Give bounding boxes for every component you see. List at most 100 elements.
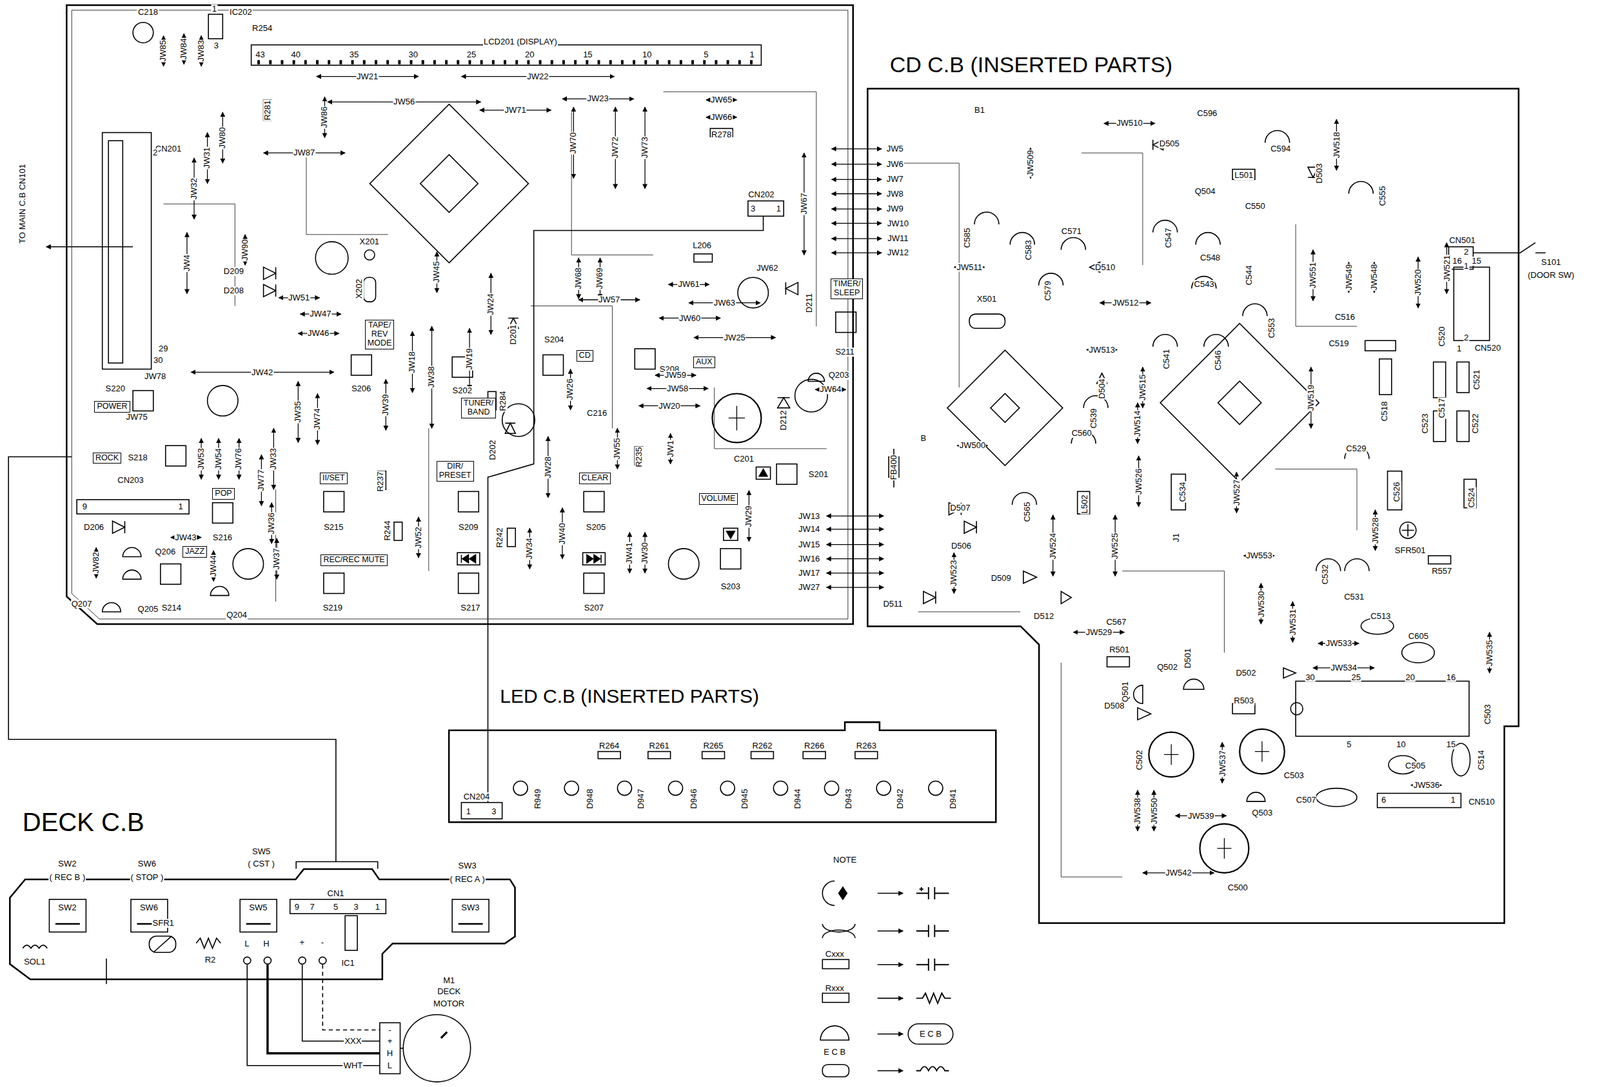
pcb-drawing-part xyxy=(364,249,375,260)
pcb-drawing-part xyxy=(908,1024,954,1045)
part-label: C541 xyxy=(1162,348,1172,370)
part-label: R244 xyxy=(383,519,393,542)
part-label: JW76 xyxy=(234,447,244,471)
pcb-drawing-part xyxy=(751,751,774,760)
part-label: S217 xyxy=(459,603,481,613)
part-label: 9 xyxy=(294,902,300,912)
button-label: CD xyxy=(579,350,591,360)
part-label: - xyxy=(387,1026,392,1036)
pcb-drawing-part xyxy=(1204,334,1229,347)
pcb-drawing-part xyxy=(928,781,943,796)
button-label: TIMER/ SLEEP xyxy=(833,279,861,298)
part-label: C585 xyxy=(962,227,972,249)
part-label: C560 xyxy=(1071,429,1093,439)
button-label: JAZZ xyxy=(185,546,205,556)
pcb-drawing-part xyxy=(826,558,885,560)
part-label: JW56 xyxy=(392,97,416,107)
pcb-drawing-part xyxy=(122,570,141,580)
part-label: JW531 xyxy=(1288,608,1298,636)
part-label: S205 xyxy=(585,523,607,533)
part-label: D510 xyxy=(1094,263,1116,273)
part-label: C550 xyxy=(1244,201,1266,211)
pcb-drawing-part xyxy=(458,573,480,594)
pcb-drawing-part xyxy=(822,924,856,939)
part-label: JW29 xyxy=(744,504,754,528)
part-label: JW528 xyxy=(1371,517,1381,545)
pcb-drawing-part xyxy=(212,503,233,524)
part-label: 15 xyxy=(582,50,593,60)
pcb-drawing-part xyxy=(102,602,121,613)
pcb-drawing-part xyxy=(777,397,791,409)
part-label: C531 xyxy=(1343,592,1365,602)
part-label: C571 xyxy=(1060,227,1083,237)
legend-symbols xyxy=(820,881,954,1078)
part-label: D502 xyxy=(1234,668,1257,678)
pcb-drawing-part xyxy=(795,379,829,413)
circuit-board: DECK C.B xyxy=(5,806,520,986)
push-switch xyxy=(132,312,856,594)
pcb-drawing-part xyxy=(319,957,327,965)
pcb-drawing-part xyxy=(1246,792,1265,802)
button-label-box: POWER xyxy=(94,401,130,413)
part-label: JW62 xyxy=(755,263,779,273)
part-label: JW4 xyxy=(182,254,192,273)
pcb-drawing-part xyxy=(648,751,671,760)
part-label: JW17 xyxy=(797,568,821,578)
part-label: JW36 xyxy=(266,512,277,535)
pcb-drawing-part xyxy=(947,350,1063,466)
part-label: JW65 xyxy=(710,95,733,105)
part-label: L xyxy=(386,1062,393,1072)
part-label: C596 xyxy=(1196,108,1218,119)
part-label: JW64 xyxy=(819,385,842,395)
part-label: LCD201 (DISPLAY) xyxy=(483,37,558,47)
pcb-drawing-part xyxy=(1402,642,1435,663)
pcb-drawing-part xyxy=(831,193,882,195)
part-label: JW542 xyxy=(1164,869,1192,879)
part-label: JW548 xyxy=(1369,263,1379,291)
pcb-drawing-part xyxy=(755,466,771,480)
part-label: JW14 xyxy=(797,524,821,534)
pcb-drawing-part xyxy=(122,547,141,557)
part-label: 2 xyxy=(1463,333,1470,343)
part-label: JW86 xyxy=(319,105,329,129)
part-label: SFR501 xyxy=(1394,546,1427,556)
part-label: CN501 xyxy=(1448,236,1476,246)
part-label: JW533 xyxy=(1325,639,1353,649)
part-label: Q504 xyxy=(1194,187,1217,197)
part-label: JW46 xyxy=(306,329,330,339)
jumper-arrows xyxy=(826,148,885,588)
pcb-drawing-part xyxy=(839,887,848,900)
part-label: 3 xyxy=(353,902,360,912)
part-label: JW5 xyxy=(886,144,905,154)
part-label: CN510 xyxy=(1467,797,1495,807)
part-label: JW38 xyxy=(426,366,436,389)
pcb-drawing-part xyxy=(877,1033,904,1036)
pcb-drawing-part xyxy=(877,964,904,966)
pcb-drawing-part xyxy=(876,781,891,796)
part-label: 20 xyxy=(524,50,535,60)
part-label: D941 xyxy=(948,788,958,810)
pcb-drawing-part xyxy=(351,354,373,376)
part-label: JW77 xyxy=(256,469,266,493)
pcb-drawing-part xyxy=(802,751,826,760)
pcb-drawing-part xyxy=(1316,788,1357,807)
part-label: JW84 xyxy=(179,37,189,60)
button-label: CLEAR xyxy=(581,473,609,483)
part-label: M1 xyxy=(442,976,456,986)
part-label: D506 xyxy=(950,541,972,551)
part-label: H xyxy=(262,939,270,949)
part-label: C543 xyxy=(1193,280,1215,290)
pcb-drawing-part xyxy=(826,528,885,530)
part-label: JW28 xyxy=(543,455,553,479)
part-label: S207 xyxy=(583,603,605,613)
pcb-drawing-part xyxy=(1137,708,1152,721)
part-label: C594 xyxy=(1269,144,1292,154)
pcb-drawing-part xyxy=(820,1026,849,1041)
deck-board-parts xyxy=(22,899,489,1083)
part-label: 3 xyxy=(750,205,756,215)
part-label: JW67 xyxy=(799,192,809,216)
pcb-drawing-part xyxy=(785,282,798,295)
button-label-box: TAPE/ REV MODE xyxy=(365,319,395,349)
part-label: JW551 xyxy=(1309,261,1319,289)
part-label: S216 xyxy=(212,533,233,543)
